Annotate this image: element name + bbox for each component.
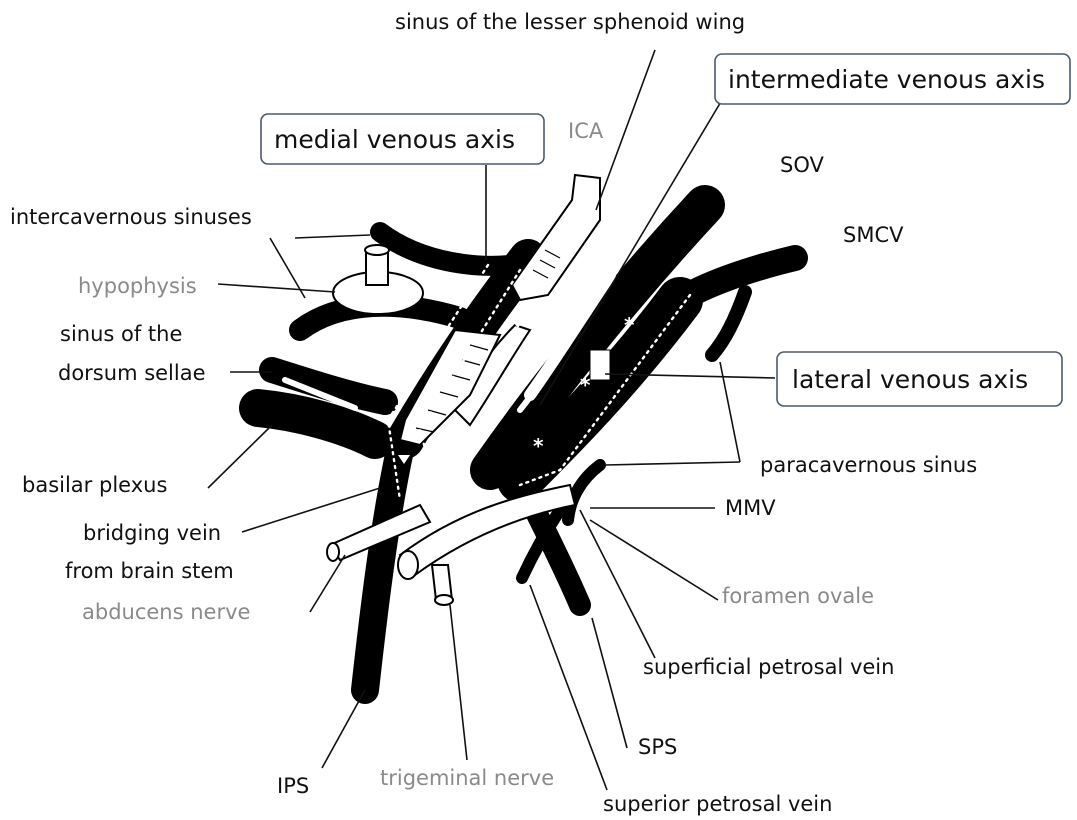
label-foramen-ovale: foramen ovale [722,584,874,608]
basilar-plexus-vein [258,408,375,440]
label-sinus-dorsum-line1: sinus of the [60,322,182,346]
medial-axis-label: medial venous axis [274,125,515,154]
label-ips: IPS [277,774,309,798]
label-bridging-line1: bridging vein [83,521,221,545]
label-smcv: SMCV [843,223,904,247]
label-sov: SOV [780,153,824,177]
label-ica: ICA [568,119,604,143]
smcv-branch [712,292,745,355]
inferior-petrosal-sinus [365,450,400,690]
asterisk-marker-3: * [533,434,544,458]
label-mmv: MMV [725,496,776,520]
label-bridging-line2: from brain stem [65,559,234,583]
label-intercavernous: intercavernous sinuses [10,205,252,229]
label-trigeminal: trigeminal nerve [380,766,554,790]
label-paracavernous: paracavernous sinus [760,453,977,477]
label-sps: SPS [638,735,677,759]
lateral-axis-label: lateral venous axis [792,365,1028,394]
label-abducens: abducens nerve [82,600,250,624]
label-basilar-plexus: basilar plexus [22,473,167,497]
asterisk-marker-2: * [580,373,591,397]
label-superior-petrosal: superior petrosal vein [603,792,832,816]
asterisk-marker-1: * [624,313,635,337]
label-superficial-petrosal: superficial petrosal vein [643,655,894,679]
label-sinus-dorsum-line2: dorsum sellae [58,361,206,385]
label-sinus-lesser-sphenoid: sinus of the lesser sphenoid wing [395,10,745,34]
intermediate-axis-label: intermediate venous axis [728,65,1045,94]
label-hypophysis: hypophysis [78,274,197,298]
